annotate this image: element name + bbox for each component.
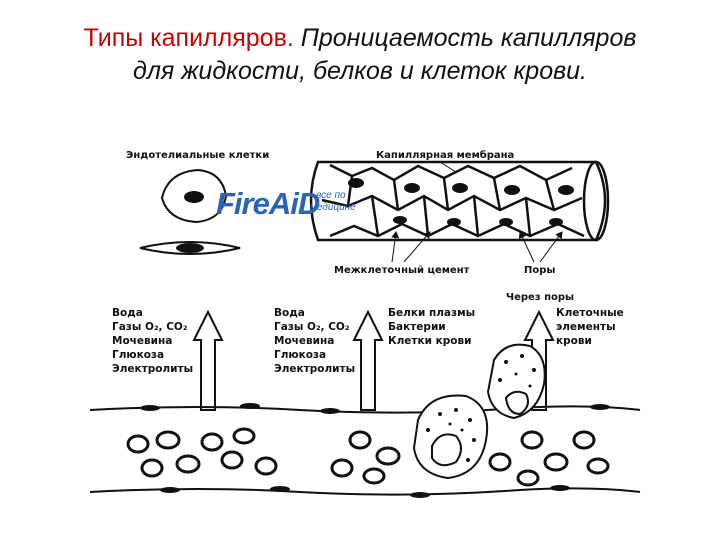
watermark-sub-2: медицине — [310, 202, 356, 213]
list-middle-3: Мочевина — [274, 335, 334, 347]
label-endothelial: Эндотелиальные клетки — [126, 150, 269, 161]
list-left-4: Глюкоза — [112, 349, 164, 361]
label-membrane: Капиллярная мембрана — [376, 149, 514, 161]
red-blood-cells — [128, 429, 608, 485]
list-middle-2: Газы О₂, СО₂ — [274, 321, 350, 333]
label-through-pores: Через поры — [506, 292, 574, 303]
white-cell-middle — [414, 396, 487, 479]
list-cells-2: элементы — [556, 321, 616, 333]
list-middle-4: Глюкоза — [274, 349, 326, 361]
list-right-3: Клетки крови — [388, 335, 471, 347]
arrow-middle — [354, 312, 382, 410]
list-middle-1: Вода — [274, 307, 305, 319]
list-right-1: Белки плазмы — [388, 307, 475, 319]
list-right-2: Бактерии — [388, 321, 446, 333]
list-left-5: Электролиты — [112, 363, 193, 375]
label-pores: Поры — [524, 265, 555, 276]
watermark-sub-1: - все по — [310, 190, 346, 201]
list-middle-5: Электролиты — [274, 363, 355, 375]
vessel-wall — [90, 406, 640, 494]
watermark-brand: FireAiD — [216, 186, 319, 222]
endothelial-cell-side — [140, 242, 240, 254]
list-left-3: Мочевина — [112, 335, 172, 347]
list-cells-1: Клеточные — [556, 307, 624, 319]
label-cement: Межклеточный цемент — [334, 265, 470, 276]
list-left-2: Газы О₂, СО₂ — [112, 321, 188, 333]
arrow-left — [194, 312, 222, 410]
list-left-1: Вода — [112, 307, 143, 319]
list-cells-3: крови — [556, 335, 592, 347]
